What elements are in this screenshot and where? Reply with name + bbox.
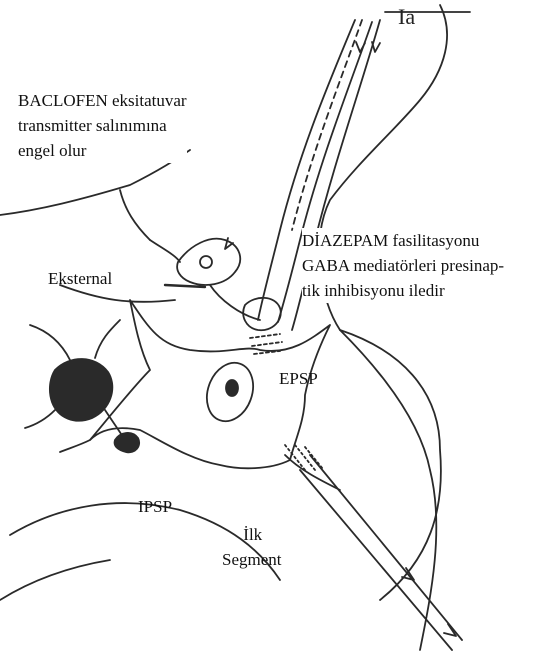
interneuron-dendrite-2 [95,320,120,358]
interneuron-dendrite-1 [30,325,70,360]
lower-left-boundary-2 [0,560,110,600]
axon-lower [300,470,452,650]
diazepam-line-1: DİAZEPAM fasilitasyonu [302,228,504,253]
diazepam-note: DİAZEPAM fasilitasyonu GABA mediatörleri… [302,228,504,303]
ilk-segment-line-1: İlk [222,522,282,547]
ilk-segment-line-2: Segment [222,547,282,572]
interneuron-body [50,359,112,421]
baclofen-line-1: BACLOFEN eksitatuvar [18,88,187,113]
ilk-segment-label: İlk Segment [222,522,282,572]
ipsp-label: IPSP [138,494,172,519]
diazepam-line-2: GABA mediatörleri presinap- [302,253,504,278]
epsp-label: EPSP [279,366,318,391]
right-bulge [340,330,441,600]
upper-left-curve [120,190,150,240]
right-outer-contour [319,5,447,650]
external-vesicle [200,256,212,268]
ia-arrow-2 [372,42,380,52]
soma-dendrite-left [60,440,90,452]
baclofen-line-2: transmitter salınımına [18,113,187,138]
baclofen-note: BACLOFEN eksitatuvar transmitter salınım… [18,88,187,163]
ia-label: Ia [398,4,415,29]
nucleolus [226,380,238,396]
eksternal-label: Eksternal [48,266,112,291]
interneuron-dendrite-3 [25,410,55,428]
baclofen-line-3: engel olur [18,138,187,163]
external-branch [210,285,260,320]
diazepam-line-3: tik inhibisyonu iledir [302,278,504,303]
external-axon [150,240,180,262]
inhibitory-terminal [115,433,140,452]
axon-upper [310,455,462,640]
